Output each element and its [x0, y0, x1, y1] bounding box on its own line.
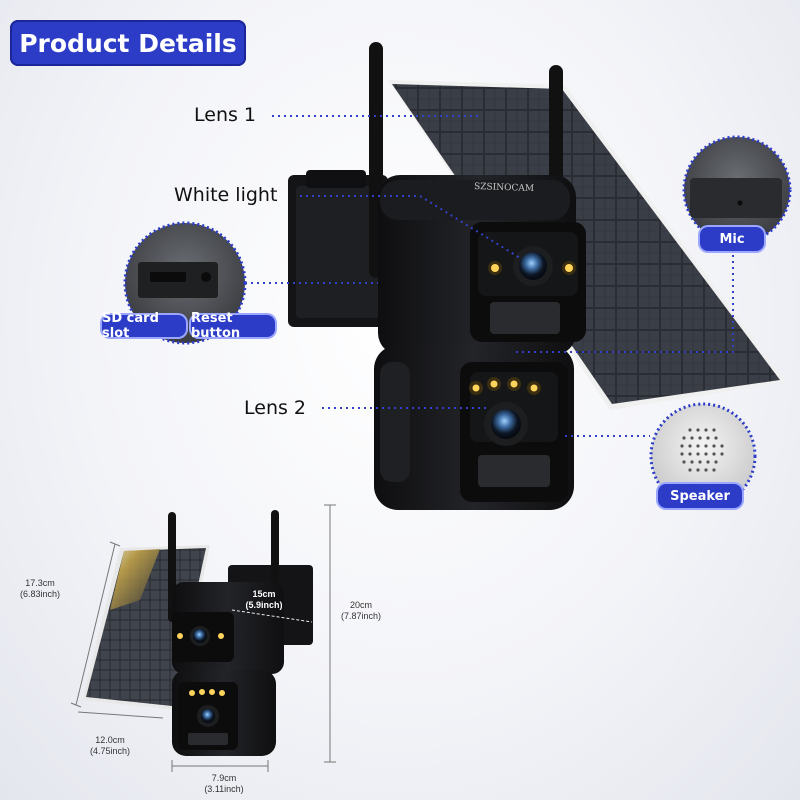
- white-light-label: White light: [174, 184, 278, 206]
- camera-width-cm: 7.9cm: [211, 773, 237, 783]
- camera-depth-cm: 15cm: [252, 589, 276, 599]
- callout-lines: [245, 115, 734, 437]
- lower-camera-body: [374, 345, 574, 510]
- camera-width-dimension: 7.9cm (3.11inch): [196, 773, 252, 795]
- camera-depth-inch: (5.9inch): [245, 600, 283, 610]
- panel-height-dimension: 17.3cm (6.83inch): [12, 578, 68, 600]
- white-light-leds: [488, 261, 576, 275]
- lens-1-label: Lens 1: [194, 104, 257, 126]
- lens-2-label: Lens 2: [244, 397, 307, 419]
- reset-button-label: Reset button: [191, 311, 275, 341]
- panel-width-dimension: 12.0cm (4.75inch): [82, 735, 138, 757]
- camera-width-inch: (3.11inch): [204, 784, 244, 794]
- infrared-leds: [469, 377, 541, 395]
- speaker-detail: [649, 402, 757, 510]
- panel-height-cm: 17.3cm: [25, 578, 55, 588]
- camera-depth-dimension: 15cm (5.9inch): [240, 589, 288, 611]
- dimension-diagram: [82, 510, 313, 756]
- total-height-cm: 20cm: [349, 600, 372, 610]
- total-height-inch: (7.87inch): [340, 611, 382, 621]
- wall-mount-bracket: [288, 170, 388, 327]
- sd-card-slot-label: SD card slot: [102, 311, 186, 341]
- product-details-title: Product Details: [10, 20, 246, 66]
- total-height-dimension: 20cm (7.87inch): [336, 600, 386, 622]
- panel-width-cm: 12.0cm: [95, 735, 125, 745]
- speaker-label: Speaker: [658, 484, 742, 508]
- brand-label: SZSINOCAM: [473, 181, 535, 195]
- panel-height-inch: (6.83inch): [19, 589, 61, 599]
- depth-dimension-line: [231, 609, 313, 623]
- dimension-lines: [70, 504, 336, 772]
- upper-camera-body: [378, 175, 586, 355]
- lens-2: [484, 402, 528, 446]
- lens-1: [513, 246, 553, 286]
- mic-detail: [682, 135, 792, 245]
- sd-card-detail: [123, 221, 247, 345]
- panel-width-inch: (4.75inch): [89, 746, 131, 756]
- mic-label: Mic: [700, 227, 764, 251]
